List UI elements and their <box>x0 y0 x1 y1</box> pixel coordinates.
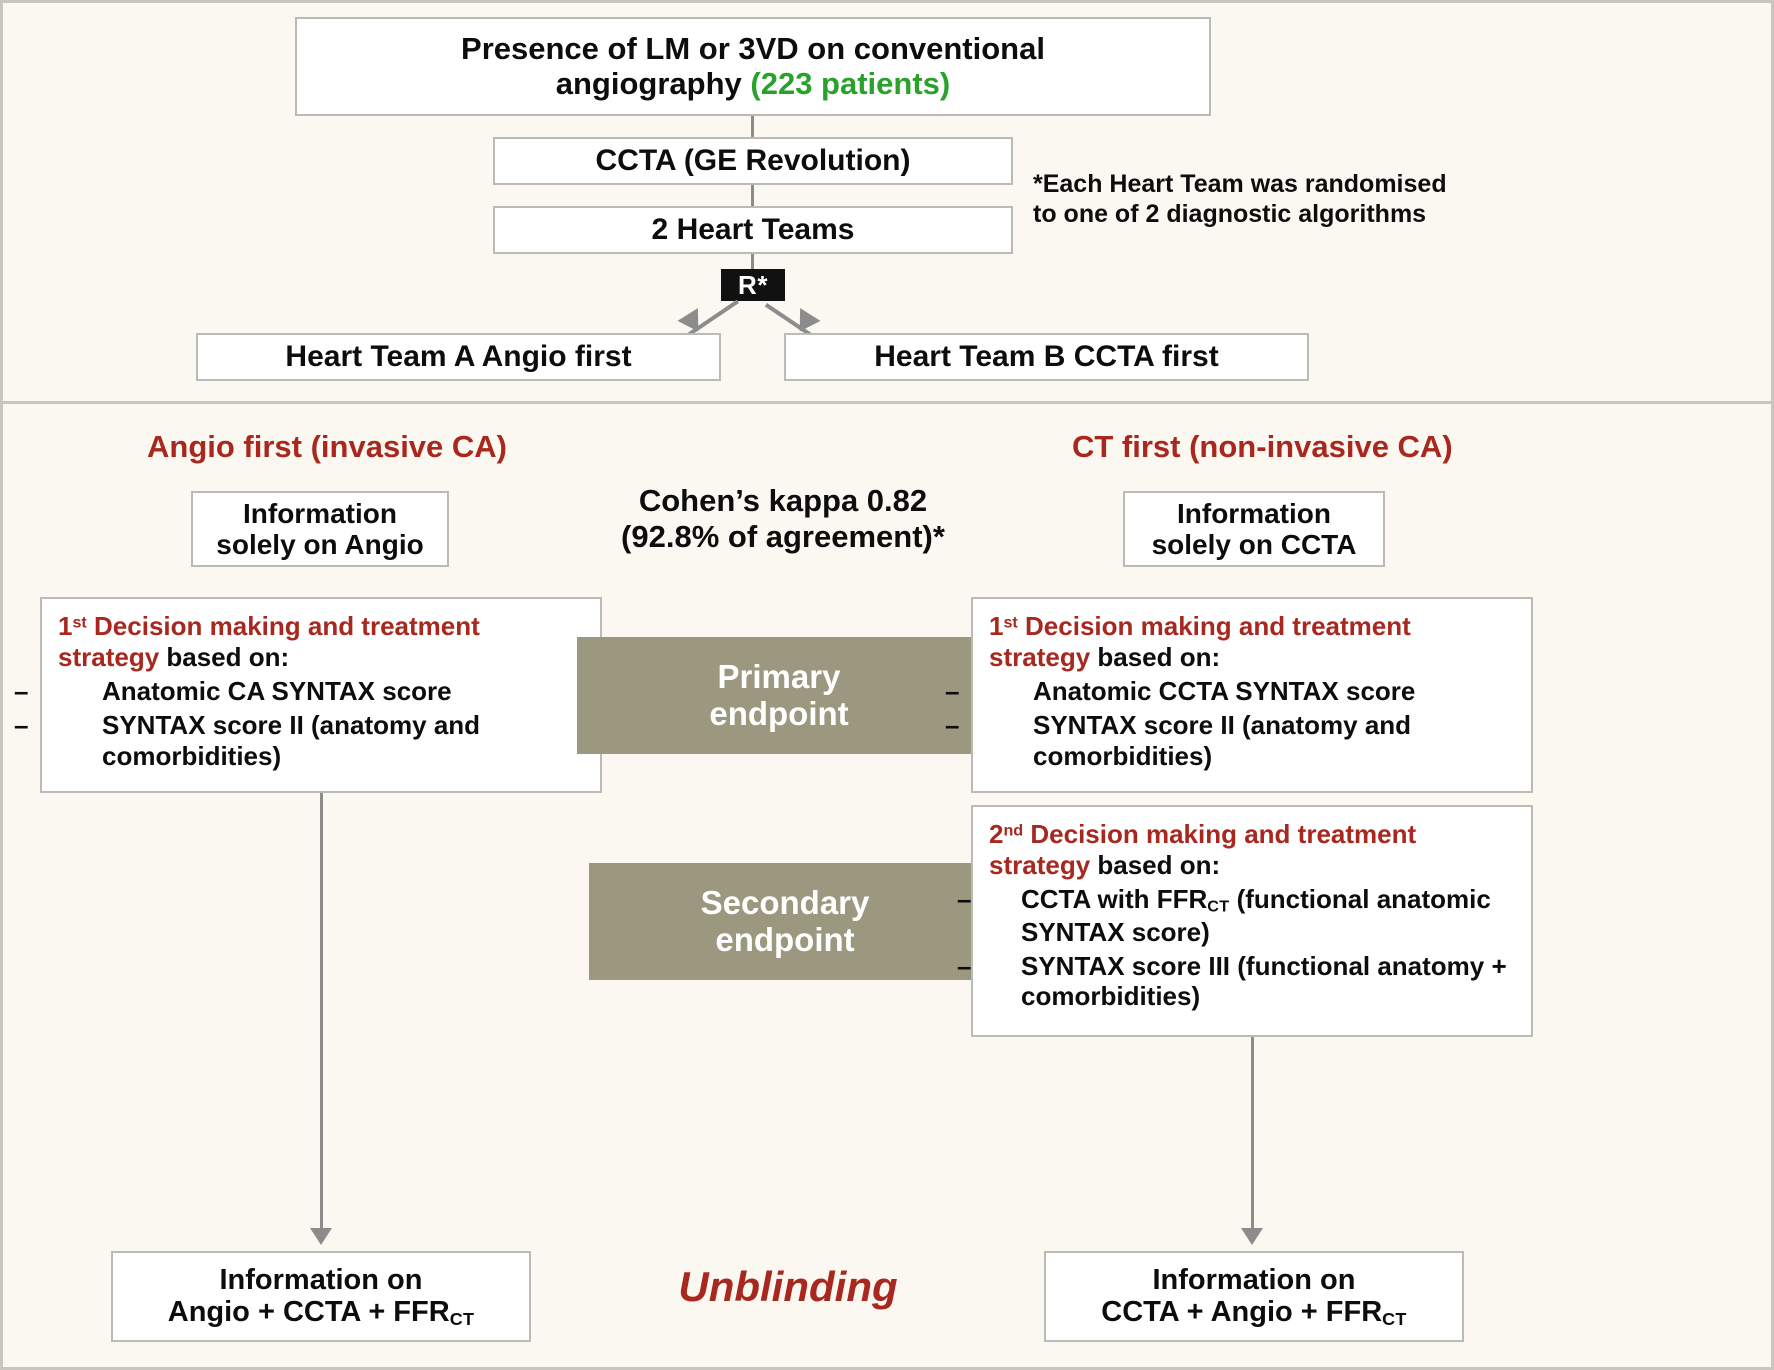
randomisation-badge-label: R* <box>738 269 768 300</box>
right-decision-1-bullet-2: SYNTAX score II (anatomy and comorbiditi… <box>1033 710 1412 771</box>
right-decision-1-bullet-1: Anatomic CCTA SYNTAX score <box>1033 676 1416 707</box>
right-decision-2-bullet-2: SYNTAX score III (functional anatomy + c… <box>1021 950 1507 1012</box>
unblinding-label: Unblinding <box>678 1263 898 1310</box>
right-outcome-line1: Information on <box>1152 1263 1356 1296</box>
enrollment-box: Presence of LM or 3VD on conventional an… <box>295 17 1211 116</box>
primary-endpoint-line1: Primary <box>717 657 841 695</box>
left-outcome-subscript: CT <box>449 1309 475 1330</box>
heart-team-b-box: Heart Team B CCTA first <box>784 333 1309 381</box>
left-info-line1: Information <box>243 497 397 529</box>
right-info-box: Information solely on CCTA <box>1123 491 1385 567</box>
right-decision-2-bullets: – CCTA with FFRCT (functional anatomic S… <box>957 884 1515 1012</box>
left-outcome-line2: Angio + CCTA + FFRCT <box>167 1296 475 1330</box>
right-decision-2-box: 2nd Decision making and treatment strate… <box>957 805 1533 1037</box>
left-arm-arrow-head <box>310 1228 332 1245</box>
left-outcome-box: Information on Angio + CCTA + FFRCT <box>111 1251 531 1342</box>
left-decision-1-ordinal: 1 <box>58 611 73 641</box>
left-arm-flow-line <box>320 793 323 1233</box>
primary-endpoint-line2: endpoint <box>709 694 849 732</box>
heart-team-b-label: Heart Team B CCTA first <box>874 340 1219 374</box>
right-decision-2-bullet-1-post: (functional anatomic SYNTAX score) <box>1021 884 1491 947</box>
ccta-box: CCTA (GE Revolution) <box>493 137 1013 185</box>
kappa-agreement-line: (92.8% of agreement)* <box>621 518 945 554</box>
left-decision-1-ordinal-suffix: st <box>72 613 87 632</box>
heart-teams-box: 2 Heart Teams <box>493 206 1013 254</box>
heart-teams-label: 2 Heart Teams <box>651 213 855 247</box>
right-decision-2-heading: 2nd Decision making and treatment strate… <box>989 819 1515 880</box>
randomisation-note-line2: to one of 2 diagnostic algorithms <box>1033 200 1427 228</box>
randomisation-note-line1: *Each Heart Team was randomised <box>1033 170 1447 198</box>
primary-endpoint-band: Primary endpoint <box>577 637 981 754</box>
right-decision-1-bullets: – Anatomic CCTA SYNTAX score – SYNTAX sc… <box>945 676 1515 771</box>
right-decision-2-ordinal-suffix: nd <box>1003 821 1024 840</box>
enrollment-title-line1: Presence of LM or 3VD on conventional <box>461 30 1045 66</box>
right-decision-1-heading: 1st Decision making and treatment strate… <box>989 611 1515 672</box>
left-arm-header: Angio first (invasive CA) <box>147 429 507 464</box>
right-decision-2-ordinal: 2 <box>989 819 1004 849</box>
right-arm-header: CT first (non-invasive CA) <box>1072 429 1453 464</box>
right-decision-1-box: 1st Decision making and treatment strate… <box>945 597 1533 793</box>
connector-enrollment-to-ccta <box>751 116 754 137</box>
left-outcome-line1: Information on <box>219 1263 423 1296</box>
secondary-endpoint-band: Secondary endpoint <box>589 863 981 980</box>
right-outcome-box: Information on CCTA + Angio + FFRCT <box>1044 1251 1464 1342</box>
list-item: – SYNTAX score III (functional anatomy +… <box>957 950 1507 1012</box>
right-decision-1-ordinal-suffix: st <box>1003 613 1018 632</box>
left-decision-1-bullet-2: SYNTAX score II (anatomy and comorbiditi… <box>102 710 481 771</box>
enrollment-patient-count: (223 patients) <box>750 65 951 101</box>
right-arm-arrow-head <box>1241 1228 1263 1245</box>
right-outcome-line2: CCTA + Angio + FFRCT <box>1101 1296 1407 1330</box>
right-outcome-subscript: CT <box>1382 1309 1407 1330</box>
right-decision-2-heading-tail: based on: <box>1090 849 1221 880</box>
left-decision-1-heading: 1st Decision making and treatment strate… <box>58 611 584 672</box>
right-decision-2-bullet-1-subscript: CT <box>1207 897 1230 916</box>
list-item: – Anatomic CA SYNTAX score <box>14 676 452 707</box>
right-decision-2-bullet-1-pre: CCTA with FFR <box>1021 884 1208 915</box>
left-info-box: Information solely on Angio <box>191 491 449 567</box>
right-decision-1-ordinal: 1 <box>989 611 1004 641</box>
right-decision-1-heading-text: Decision making and treatment strategy <box>989 611 1411 672</box>
right-decision-2-heading-text: Decision making and treatment strategy <box>989 819 1417 880</box>
left-decision-1-bullets: – Anatomic CA SYNTAX score – SYNTAX scor… <box>14 676 584 771</box>
list-item: – SYNTAX score II (anatomy and comorbidi… <box>14 710 481 771</box>
left-decision-1-heading-tail: based on: <box>159 641 290 672</box>
heart-team-a-box: Heart Team A Angio first <box>196 333 721 381</box>
list-item: – SYNTAX score II (anatomy and comorbidi… <box>945 710 1412 771</box>
right-info-line1: Information <box>1177 497 1331 529</box>
list-item: – Anatomic CCTA SYNTAX score <box>945 676 1416 707</box>
randomisation-note: *Each Heart Team was randomised to one o… <box>1033 169 1463 229</box>
randomisation-badge: R* <box>721 269 785 301</box>
secondary-endpoint-line2: endpoint <box>715 920 855 958</box>
enrollment-title: Presence of LM or 3VD on conventional an… <box>447 30 1059 101</box>
left-info-line2: solely on Angio <box>216 529 424 560</box>
left-decision-1-bullet-1: Anatomic CA SYNTAX score <box>102 676 452 707</box>
kappa-value-line: Cohen’s kappa 0.82 <box>638 483 928 518</box>
connector-teams-to-randomisation <box>751 254 754 269</box>
enrollment-title-line2: angiography <box>555 65 751 101</box>
right-info-line2: solely on CCTA <box>1151 529 1357 560</box>
kappa-note: Cohen’s kappa 0.82 (92.8% of agreement)* <box>603 483 963 554</box>
heart-team-a-label: Heart Team A Angio first <box>285 340 632 374</box>
connector-ccta-to-teams <box>751 185 754 206</box>
secondary-endpoint-line1: Secondary <box>700 883 870 921</box>
left-decision-1-heading-text: Decision making and treatment strategy <box>58 611 480 672</box>
right-decision-1-heading-tail: based on: <box>1090 641 1221 672</box>
section-divider <box>3 401 1771 404</box>
ccta-label: CCTA (GE Revolution) <box>595 144 911 178</box>
left-decision-1-box: 1st Decision making and treatment strate… <box>14 597 602 793</box>
right-arm-flow-line <box>1251 1037 1254 1233</box>
list-item: – CCTA with FFRCT (functional anatomic S… <box>957 884 1491 947</box>
